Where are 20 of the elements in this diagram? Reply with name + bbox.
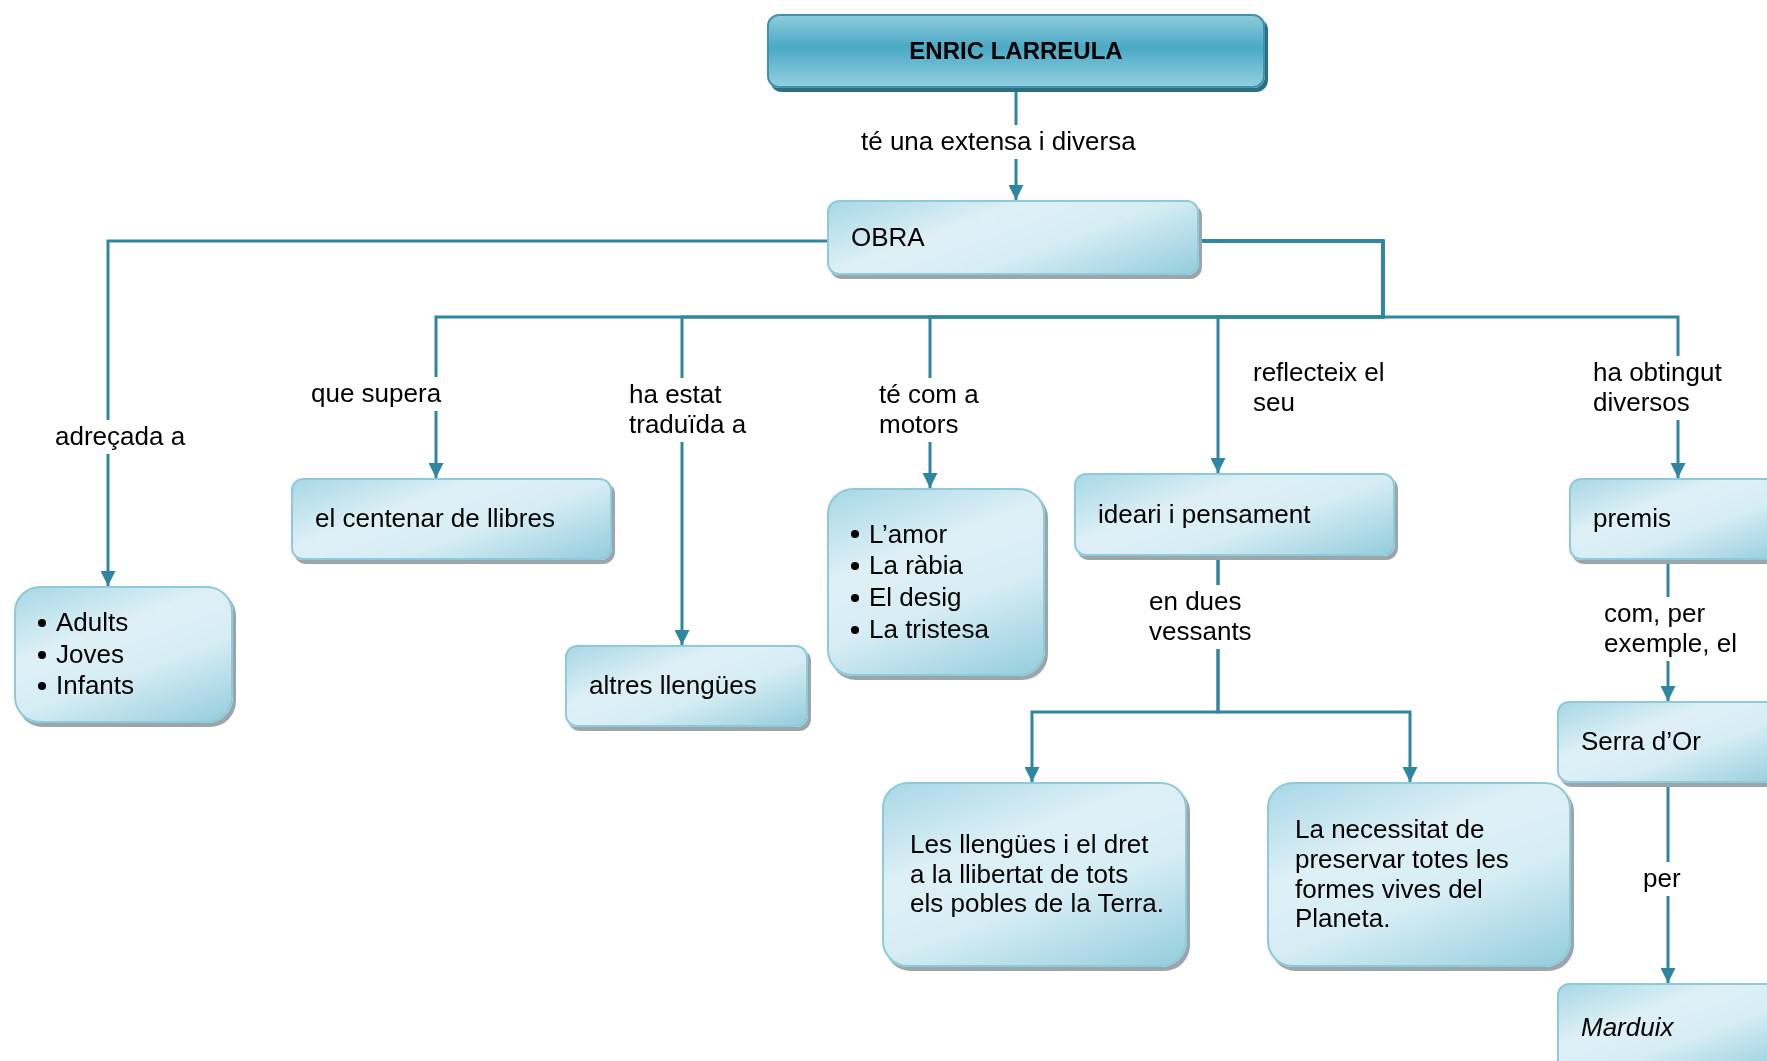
- arrow: [1199, 239, 1686, 478]
- list-item: L’amor: [869, 518, 948, 551]
- node-text: premis: [1593, 504, 1672, 534]
- node-text: Marduix: [1581, 1013, 1675, 1043]
- node-text: ideari i pensament: [1098, 499, 1312, 530]
- list-item: La ràbia: [869, 550, 963, 582]
- node-text: altres llengües: [589, 671, 758, 701]
- concept-box: [1557, 983, 1767, 1061]
- node-text: Serra d’Or: [1581, 727, 1702, 757]
- node-text: Les llengües i el dret a la llibertat de tots els pobles de la Terra.: [910, 829, 1165, 920]
- list-item: Joves: [56, 638, 124, 671]
- list-item: La tristesa: [869, 613, 989, 646]
- list-item: Adults: [56, 606, 129, 639]
- title-text: ENRIC LARREULA: [908, 37, 1124, 65]
- list-item: El desig: [869, 582, 962, 614]
- list-item: Infants: [56, 670, 135, 703]
- node-text: La necessitat de preservar totes les formes vives del Planeta.: [1295, 814, 1510, 935]
- node-text: OBRA: [851, 222, 926, 253]
- node-text: el centenar de llibres: [315, 504, 556, 534]
- arrow: [100, 239, 827, 586]
